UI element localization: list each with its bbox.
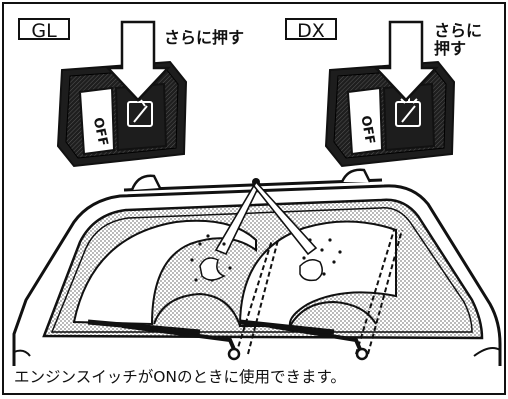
gl-switch: OFF <box>56 20 188 168</box>
gl-variant-label: GL <box>18 18 70 42</box>
push-arrow-icon <box>373 20 439 102</box>
off-text-dx: OFF <box>357 114 377 145</box>
illustration-frame: OFF OFF <box>2 2 506 395</box>
rear-window <box>12 168 502 366</box>
push-arrow-icon <box>105 20 171 102</box>
dx-push-further-line1: さらに <box>434 21 483 40</box>
wiper-arm-icon <box>87 319 241 361</box>
off-rocker-dx <box>346 86 384 156</box>
dx-switch: OFF <box>324 20 456 168</box>
rear-wiper-diagram: OFF OFF <box>12 20 502 366</box>
gl-push-further-label: さらに押す <box>164 28 245 47</box>
dx-push-further-label: さらに 押す <box>434 22 482 58</box>
washer-spray-icon <box>214 180 318 256</box>
dx-push-further-line2: 押す <box>434 39 467 58</box>
rear-wiper-washer-icon <box>395 97 421 127</box>
off-rocker <box>78 86 116 156</box>
wiper-sweep-lines <box>235 229 403 355</box>
off-text: OFF <box>90 116 111 147</box>
wiper-arm-icon <box>239 319 369 361</box>
dx-variant-label: DX <box>285 18 337 42</box>
rear-wiper-washer-icon <box>127 99 153 127</box>
usage-caption: エンジンスイッチがONのときに使用できます。 <box>14 368 346 386</box>
